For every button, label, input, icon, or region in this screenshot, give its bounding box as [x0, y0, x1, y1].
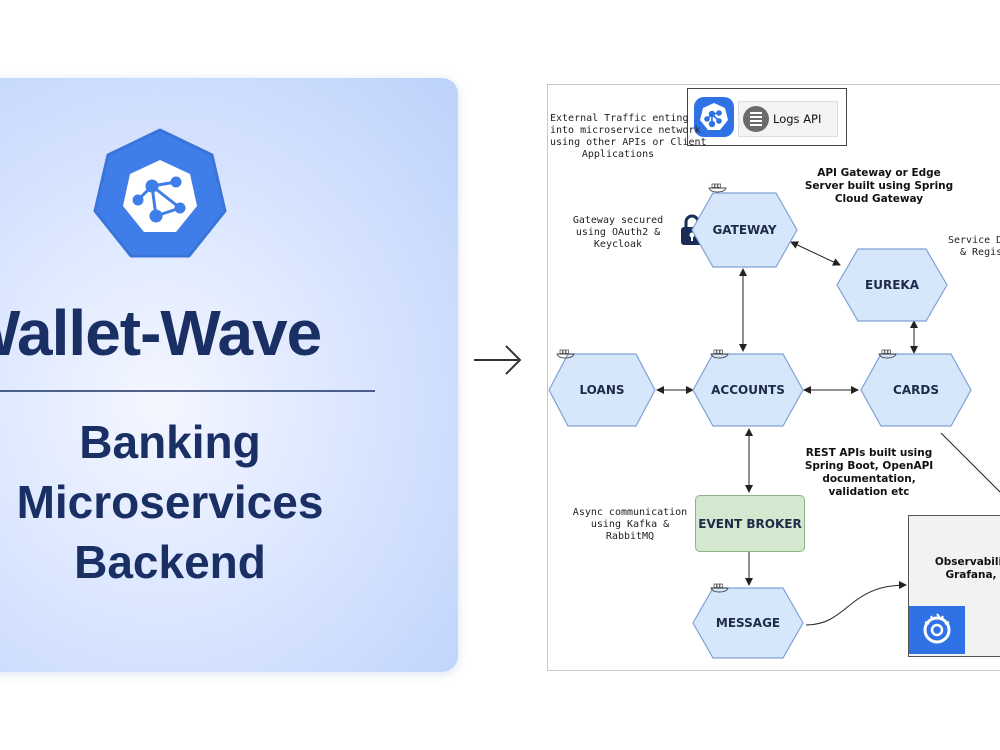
note-gateway-secured: Gateway secured using OAuth2 & Keycloak [572, 215, 664, 250]
node-message: MESSAGE [692, 587, 804, 659]
note-api-gateway: API Gateway or Edge Server built using S… [804, 167, 954, 205]
grafana-icon [909, 606, 965, 654]
kubernetes-icon [694, 97, 734, 137]
note-async: Async communication using Kafka & Rabbit… [572, 507, 688, 542]
node-event-broker: EVENT BROKER [695, 495, 805, 552]
subtitle-line: Banking [79, 416, 261, 468]
logs-api-panel: Logs API [687, 88, 847, 146]
note-rest-apis: REST APIs built using Spring Boot, OpenA… [804, 447, 934, 498]
subtitle-line: Backend [74, 536, 266, 588]
arrow-right-icon [474, 345, 522, 375]
node-eureka: EUREKA [836, 248, 948, 322]
logs-api-button: Logs API [738, 101, 838, 137]
connector-lines [656, 241, 1000, 626]
note-service-discovery: Service D & Regis [948, 235, 1000, 258]
docker-icon [878, 349, 897, 359]
logs-icon [743, 106, 769, 132]
subtitle-line: Microservices [16, 476, 324, 528]
architecture-diagram: Logs API External Traffic enting into mi… [547, 84, 1000, 671]
logs-api-label: Logs API [773, 112, 822, 126]
docker-icon [710, 349, 729, 359]
node-loans: LOANS [548, 353, 656, 427]
page-subtitle: Banking Microservices Backend [0, 412, 370, 592]
title-card: Wallet-Wave Banking Microservices Backen… [0, 78, 458, 672]
page-title: Wallet-Wave [0, 297, 322, 369]
title-divider [0, 390, 375, 392]
kubernetes-logo-icon [93, 128, 227, 258]
observability-panel: Observabilit Grafana, [908, 515, 1000, 657]
docker-icon [556, 349, 575, 359]
docker-icon [708, 183, 727, 193]
node-accounts: ACCOUNTS [692, 353, 804, 427]
observability-label: Observabilit Grafana, [934, 556, 1000, 581]
docker-icon [710, 583, 729, 593]
note-external-traffic: External Traffic enting into microservic… [550, 113, 707, 160]
node-gateway: GATEWAY [691, 192, 798, 268]
node-cards: CARDS [860, 353, 972, 427]
